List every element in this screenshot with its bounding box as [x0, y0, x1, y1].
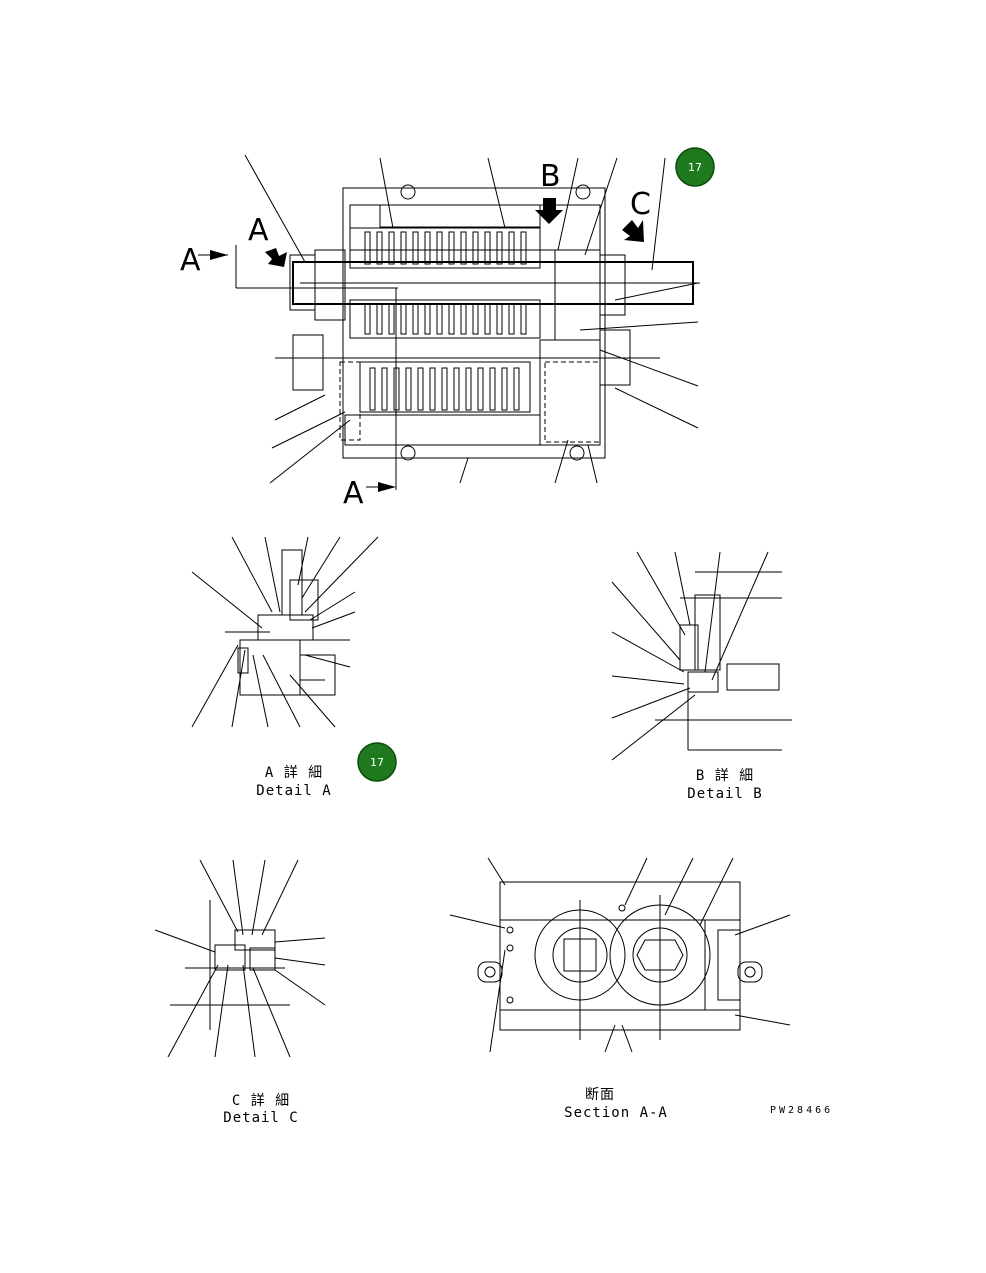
- rotor-tooth: [460, 303, 467, 335]
- rotor-tooth: [441, 367, 448, 411]
- rotor-tooth: [388, 303, 395, 335]
- rotor-teeth-upper: [364, 231, 527, 265]
- rotor-tooth: [472, 231, 479, 265]
- section-aa-caption-en: Section A-A: [564, 1105, 668, 1121]
- rotor-tooth: [412, 303, 419, 335]
- rotor-teeth-middle: [364, 303, 527, 335]
- rotor-tooth: [400, 231, 407, 265]
- rotor-tooth: [405, 367, 412, 411]
- rotor-tooth: [520, 231, 527, 265]
- rotor-tooth: [448, 231, 455, 265]
- detail-c-view: [154, 859, 326, 1058]
- label-c: C: [630, 187, 651, 222]
- label-a-arrow: A: [248, 213, 269, 248]
- main-assembly-view: [198, 184, 700, 492]
- rotor-tooth: [424, 231, 431, 265]
- rotor-tooth: [388, 231, 395, 265]
- main-leader-lines: [244, 154, 699, 484]
- badge-detail-a-number: 17: [370, 756, 384, 769]
- rotor-tooth: [376, 303, 383, 335]
- label-a-left: A: [180, 243, 201, 278]
- rotor-tooth: [436, 303, 443, 335]
- rotor-tooth: [477, 367, 484, 411]
- detail-b-caption-jp: B 詳 細: [696, 768, 754, 784]
- rotor-tooth: [393, 367, 400, 411]
- rotor-tooth: [424, 303, 431, 335]
- rotor-tooth: [400, 303, 407, 335]
- label-a-bottom: A: [343, 476, 364, 511]
- rotor-tooth: [520, 303, 527, 335]
- detail-c-caption-jp: C 詳 細: [232, 1093, 290, 1109]
- rotor-tooth: [484, 303, 491, 335]
- detail-a-caption-en: Detail A: [256, 783, 331, 799]
- rotor-tooth: [513, 367, 520, 411]
- rotor-tooth: [465, 367, 472, 411]
- rotor-tooth: [376, 231, 383, 265]
- rotor-tooth: [417, 367, 424, 411]
- view-arrows: [265, 198, 644, 267]
- rotor-tooth: [364, 303, 371, 335]
- detail-b-view: [611, 551, 792, 761]
- rotor-tooth: [436, 231, 443, 265]
- rotor-tooth: [448, 303, 455, 335]
- badge-detail-a[interactable]: 17: [357, 742, 397, 782]
- section-aa-view: [449, 857, 791, 1053]
- rotor-tooth: [460, 231, 467, 265]
- rotor-tooth: [364, 231, 371, 265]
- rotor-tooth: [381, 367, 388, 411]
- detail-c-caption-en: Detail C: [223, 1110, 298, 1126]
- rotor-tooth: [508, 231, 515, 265]
- detail-a-view: [191, 536, 379, 728]
- rotor-tooth: [369, 367, 376, 411]
- detail-b-caption-en: Detail B: [687, 786, 762, 802]
- rotor-tooth: [496, 231, 503, 265]
- rotor-tooth: [489, 367, 496, 411]
- rotor-tooth: [484, 231, 491, 265]
- rotor-tooth: [496, 303, 503, 335]
- section-aa-caption-jp: 断面: [585, 1087, 615, 1103]
- detail-a-caption-jp: A 詳 細: [265, 765, 323, 781]
- badge-top-number: 17: [688, 161, 702, 174]
- badge-top[interactable]: 17: [675, 147, 715, 187]
- rotor-tooth: [472, 303, 479, 335]
- rotor-tooth: [453, 367, 460, 411]
- drawing-code: PW28466: [770, 1105, 833, 1116]
- rotor-tooth: [508, 303, 515, 335]
- rotor-tooth: [429, 367, 436, 411]
- rotor-teeth-lower: [369, 367, 520, 411]
- rotor-tooth: [501, 367, 508, 411]
- rotor-tooth: [412, 231, 419, 265]
- label-b: B: [540, 159, 561, 194]
